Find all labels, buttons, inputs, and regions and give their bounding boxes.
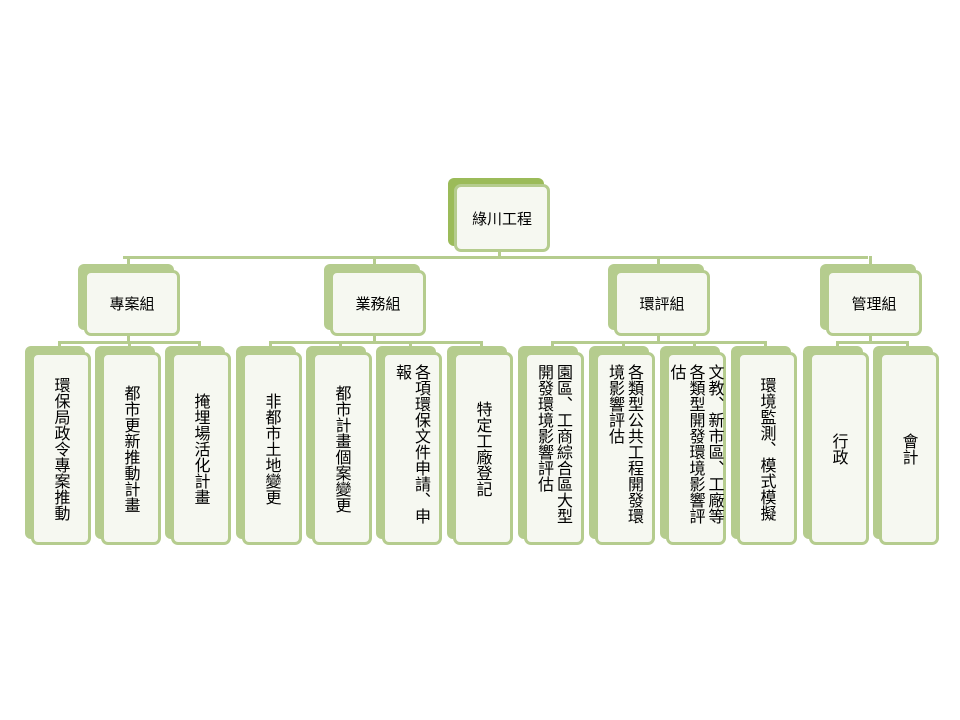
box-body: 綠川工程: [454, 184, 550, 252]
node-label: 綠川工程: [471, 209, 532, 228]
node-label: 環境監測、模式模擬: [757, 376, 777, 521]
connector-line: [869, 334, 872, 342]
connector-line: [339, 341, 342, 349]
connector-line: [693, 341, 696, 349]
node-label: 掩埋場活化計畫: [191, 392, 211, 505]
connector-line: [58, 341, 61, 349]
root-node[interactable]: 綠川工程: [448, 178, 550, 252]
leaf-node[interactable]: 會計: [873, 346, 939, 545]
leaf-node[interactable]: 非都市土地變更: [236, 346, 302, 545]
box-body: 環保局政令專案推動: [31, 352, 91, 545]
connector-line: [128, 341, 131, 349]
leaf-node[interactable]: 文教、新市區、工廠等各類型開發環境影響評估: [660, 346, 726, 545]
box-body: 文教、新市區、工廠等各類型開發環境影響評估: [666, 352, 726, 545]
connector-line: [906, 341, 909, 349]
box-body: 專案組: [84, 270, 180, 336]
group-node-4[interactable]: 管理組: [820, 264, 922, 336]
leaf-node[interactable]: 都市更新推動計畫: [95, 346, 161, 545]
node-label: 業務組: [355, 294, 401, 313]
node-label: 特定工廠登記: [473, 400, 493, 497]
node-label: 都市計畫個案變更: [332, 384, 352, 513]
node-label: 環保局政令專案推動: [51, 376, 71, 521]
box-body: 特定工廠登記: [453, 352, 513, 545]
node-label: 各項環保文件申請、申報: [393, 363, 431, 524]
leaf-node[interactable]: 環境監測、模式模擬: [731, 346, 797, 545]
group-branch-line: [551, 341, 767, 344]
connector-line: [836, 341, 839, 349]
leaf-node[interactable]: 園區、工商綜合區大型開發環境影響評估: [518, 346, 584, 545]
group-node-3[interactable]: 環評組: [608, 264, 710, 336]
node-label: 非都市土地變更: [262, 392, 282, 505]
box-body: 行政: [809, 352, 869, 545]
group-node-2[interactable]: 業務組: [324, 264, 426, 336]
connector-line: [127, 256, 130, 268]
connector-line: [622, 341, 625, 349]
box-body: 非都市土地變更: [242, 352, 302, 545]
box-body: 會計: [879, 352, 939, 545]
node-label: 都市更新推動計畫: [121, 384, 141, 513]
node-label: 會計: [899, 432, 919, 465]
leaf-node[interactable]: 行政: [803, 346, 869, 545]
box-body: 各類型公共工程開發環境影響評估: [595, 352, 655, 545]
connector-line: [373, 256, 376, 268]
box-body: 環評組: [614, 270, 710, 336]
group-node-1[interactable]: 專案組: [78, 264, 180, 336]
leaf-node[interactable]: 都市計畫個案變更: [306, 346, 372, 545]
connector-line: [198, 341, 201, 349]
box-body: 都市更新推動計畫: [101, 352, 161, 545]
connector-line: [657, 334, 660, 342]
group-branch-line: [836, 341, 909, 344]
leaf-node[interactable]: 各項環保文件申請、申報: [376, 346, 442, 545]
connector-line: [127, 334, 130, 342]
leaf-node[interactable]: 掩埋場活化計畫: [165, 346, 231, 545]
node-label: 各類型公共工程開發環境影響評估: [606, 363, 644, 524]
node-label: 文教、新市區、工廠等各類型開發環境影響評估: [667, 363, 725, 524]
group-branch-line: [269, 341, 483, 344]
connector-line: [869, 256, 872, 268]
box-body: 都市計畫個案變更: [312, 352, 372, 545]
node-label: 管理組: [851, 294, 897, 313]
connector-line: [409, 341, 412, 349]
connector-line: [269, 341, 272, 349]
node-label: 專案組: [109, 294, 155, 313]
connector-line: [764, 341, 767, 349]
box-body: 環境監測、模式模擬: [737, 352, 797, 545]
connector-line: [551, 341, 554, 349]
leaf-node[interactable]: 各類型公共工程開發環境影響評估: [589, 346, 655, 545]
connector-line: [498, 250, 501, 258]
box-body: 管理組: [826, 270, 922, 336]
connector-line: [373, 334, 376, 342]
leaf-node[interactable]: 特定工廠登記: [447, 346, 513, 545]
box-body: 園區、工商綜合區大型開發環境影響評估: [524, 352, 584, 545]
node-label: 環評組: [639, 294, 685, 313]
box-body: 掩埋場活化計畫: [171, 352, 231, 545]
box-body: 業務組: [330, 270, 426, 336]
box-body: 各項環保文件申請、申報: [382, 352, 442, 545]
node-label: 園區、工商綜合區大型開發環境影響評估: [535, 363, 573, 524]
leaf-node[interactable]: 環保局政令專案推動: [25, 346, 91, 545]
node-label: 行政: [829, 432, 849, 465]
connector-line: [480, 341, 483, 349]
root-branch-line: [123, 256, 868, 259]
connector-line: [657, 256, 660, 268]
